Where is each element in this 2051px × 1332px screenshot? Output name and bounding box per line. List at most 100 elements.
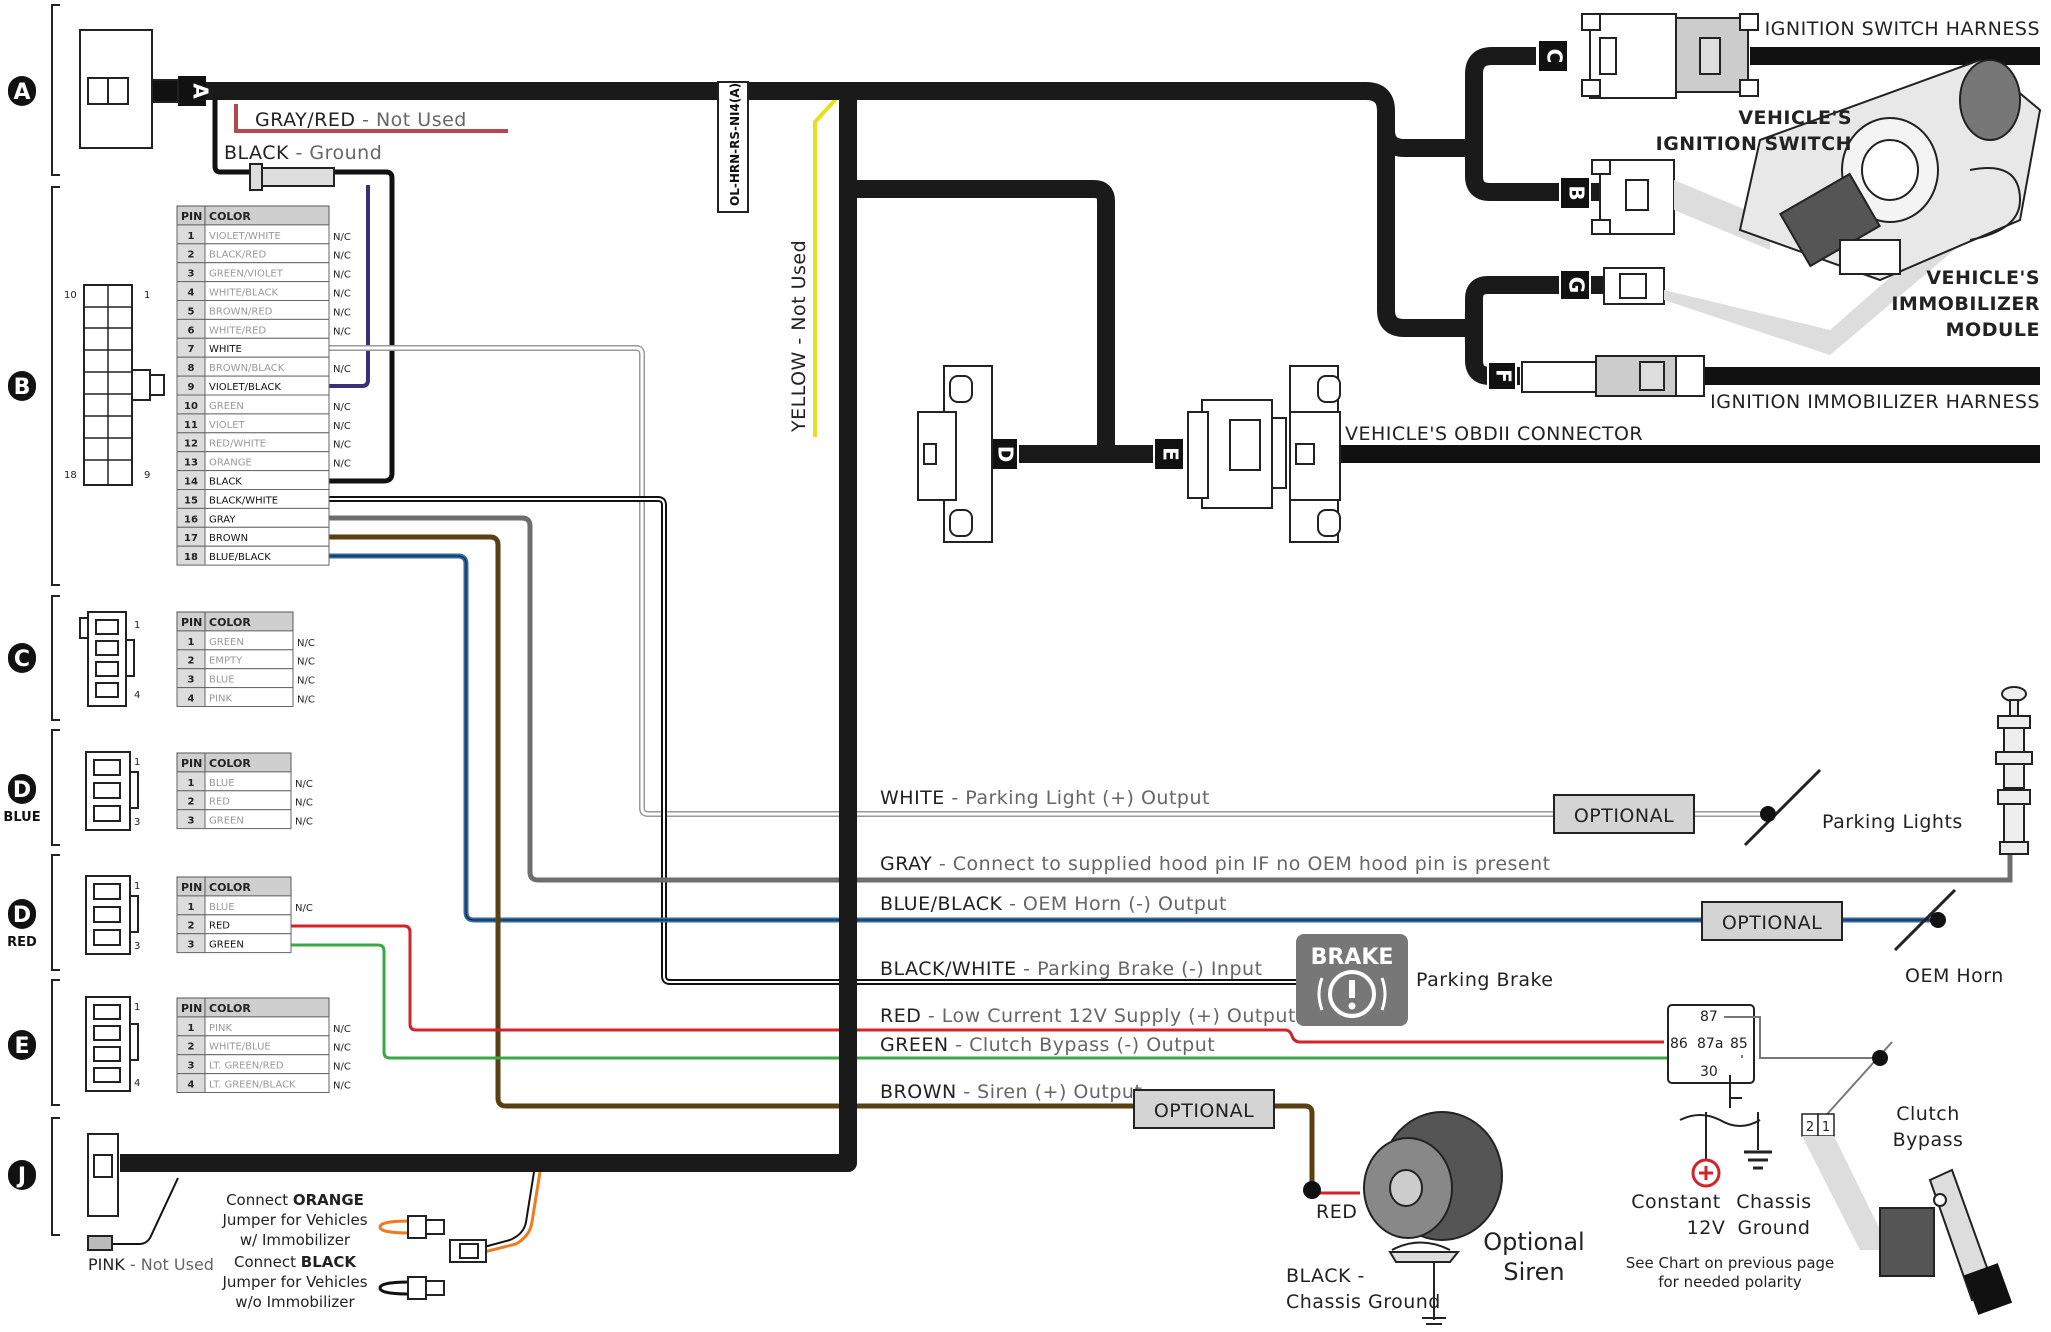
table-cell-pin: 7 — [188, 344, 195, 355]
immobilizer-harness-connectors — [1521, 355, 1705, 397]
vehicle-labels: IGNITION SWITCH HARNESS VEHICLE'S IGNITI… — [1656, 18, 2040, 413]
table-cell-pin: 2 — [188, 797, 195, 808]
table-header-color: COLOR — [209, 616, 251, 629]
table-cell-pin: 4 — [188, 694, 195, 705]
svg-text:G: G — [1565, 277, 1589, 293]
table-cell-pin: 6 — [188, 325, 195, 336]
output-labels: WHITE - Parking Light (+) Output GRAY - … — [880, 787, 1551, 1103]
connector-j — [87, 1133, 119, 1251]
b-pin-label-9: 9 — [144, 470, 150, 481]
wire-violet-black — [300, 185, 370, 388]
optional-box-horn: OPTIONAL — [1701, 901, 1843, 941]
svg-text:C: C — [14, 647, 30, 672]
table-cell-color: VIOLET/BLACK — [209, 382, 281, 393]
svg-text:OPTIONAL: OPTIONAL — [1154, 1100, 1254, 1122]
svg-text:Clutch: Clutch — [1896, 1103, 1960, 1125]
table-cell-color: BLACK — [209, 477, 242, 488]
svg-text:GRAY - Connect to supplied hoo: GRAY - Connect to supplied hood pin IF n… — [880, 853, 1551, 875]
section-brackets — [51, 4, 60, 1236]
table-cell-pin: 4 — [188, 1080, 195, 1091]
table-cell-color: WHITE/RED — [209, 325, 266, 336]
table-cell-color: GREEN — [209, 816, 244, 827]
wire-brown — [300, 534, 1315, 1188]
table-cell-color: LT. GREEN/RED — [209, 1061, 284, 1072]
svg-text:C: C — [1543, 49, 1567, 64]
see-chart-label: See Chart on previous page — [1626, 1254, 1835, 1272]
table-cell-color: LT. GREEN/BLACK — [209, 1080, 296, 1091]
table-cell-color: BLUE — [209, 778, 235, 789]
table-header-color: COLOR — [209, 757, 251, 770]
table-header-pin: PIN — [181, 881, 202, 894]
b-pin-label-18: 18 — [64, 470, 77, 481]
optional-box-siren: OPTIONAL — [1133, 1089, 1275, 1129]
chassis-label: Chassis — [1736, 1191, 1811, 1213]
jumper-black — [407, 1276, 445, 1300]
table-cell-pin: 4 — [188, 288, 195, 299]
plug-label-c: C — [1537, 39, 1569, 73]
svg-text:B: B — [14, 375, 31, 400]
table-cell-color: RED — [209, 921, 230, 932]
table-cell-nc: N/C — [333, 459, 351, 470]
oem-horn-switch: OEM Horn — [1893, 888, 2004, 987]
svg-text:87a: 87a — [1697, 1036, 1723, 1052]
optional-siren-label-2: Siren — [1503, 1258, 1564, 1286]
table-cell-color: BLUE/BLACK — [209, 552, 271, 563]
plug-label-b: B — [1559, 176, 1591, 210]
table-cell-pin: 17 — [184, 533, 198, 544]
svg-text:IGNITION SWITCH: IGNITION SWITCH — [1656, 133, 1852, 155]
siren-black-label: BLACK - — [1286, 1265, 1365, 1287]
plug-label-d: D — [989, 437, 1019, 471]
connector-a — [79, 29, 179, 149]
table-header-color: COLOR — [209, 881, 251, 894]
table-cell-color: GRAY — [209, 514, 236, 525]
signal-wires — [112, 95, 2013, 1296]
svg-text:Jumper for Vehicles: Jumper for Vehicles — [221, 1273, 367, 1291]
optional-box-parking: OPTIONAL — [1553, 794, 1695, 834]
table-cell-color: VIOLET — [209, 420, 246, 431]
svg-text:OPTIONAL: OPTIONAL — [1722, 912, 1822, 934]
svg-text:86: 86 — [1670, 1036, 1688, 1052]
jumper-harness-plug — [449, 1239, 487, 1263]
d-red-pin-label-1: 1 — [134, 881, 140, 892]
table-cell-pin: 16 — [184, 514, 198, 525]
c-pin-label-4: 4 — [134, 690, 140, 701]
svg-text:Bypass: Bypass — [1893, 1129, 1964, 1151]
svg-text:BRAKE: BRAKE — [1311, 945, 1394, 970]
gray-red-label: GRAY/RED - Not Used — [255, 109, 467, 131]
black-ground-label: BLACK - Ground — [224, 142, 382, 164]
table-cell-color: BROWN/RED — [209, 306, 273, 317]
table-cell-nc: N/C — [333, 402, 351, 413]
svg-text:RED: RED — [7, 935, 37, 950]
svg-text:1: 1 — [1822, 1120, 1830, 1135]
table-cell-color: WHITE/BLUE — [209, 1042, 271, 1053]
table-cell-pin: 3 — [188, 1061, 195, 1072]
svg-text:E: E — [14, 1034, 29, 1059]
svg-text:MODULE: MODULE — [1946, 319, 2040, 341]
ignition-switch-connector-b — [1591, 159, 1675, 235]
table-cell-color: BROWN — [209, 533, 248, 544]
svg-text:12V: 12V — [1687, 1217, 1726, 1239]
svg-text:A: A — [13, 80, 30, 105]
optional-siren-label-1: Optional — [1483, 1228, 1584, 1256]
table-cell-nc: N/C — [297, 695, 315, 706]
svg-text:BLUE/BLACK - OEM Horn (-) Outp: BLUE/BLACK - OEM Horn (-) Output — [880, 893, 1227, 915]
plug-label-g: G — [1559, 269, 1591, 301]
table-header-pin: PIN — [181, 757, 202, 770]
c-pin-label-1: 1 — [134, 620, 140, 631]
wire-yellow — [813, 97, 838, 437]
ground-label: Ground — [1738, 1217, 1811, 1239]
table-cell-pin: 9 — [188, 382, 195, 393]
svg-text:RED - Low Current 12V Supply (: RED - Low Current 12V Supply (+) Output — [880, 1005, 1296, 1027]
obd-connector-vehicle — [1289, 365, 1341, 543]
wire-black-white — [300, 498, 1300, 983]
table-cell-nc: N/C — [333, 364, 351, 375]
table-cell-nc: N/C — [333, 1024, 351, 1035]
svg-text:OEM Horn: OEM Horn — [1905, 965, 2004, 987]
svg-text:Jumper for Vehicles: Jumper for Vehicles — [221, 1211, 367, 1229]
b-pin-label-1: 1 — [144, 290, 150, 301]
yellow-not-used-label: YELLOW - Not Used — [788, 240, 810, 433]
table-cell-nc: N/C — [333, 251, 351, 262]
